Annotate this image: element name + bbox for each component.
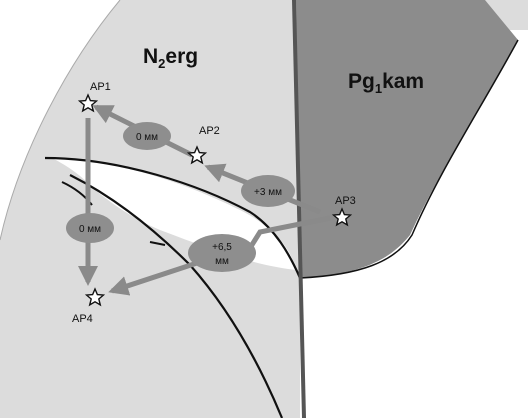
label-ap1: AP1: [90, 81, 111, 93]
star-icon-ap3: [331, 207, 353, 227]
star-icon-ap2: [186, 145, 208, 165]
boundary-n2erg: [0, 0, 121, 241]
offset-ap1-ap4: 0 мм: [79, 224, 101, 235]
oval-ap3-ap4: [188, 234, 256, 272]
region-label-n2erg: N2erg: [143, 45, 198, 71]
offset-ap3-ap4-line2: мм: [215, 256, 229, 267]
region-label-pg1kam: Pg1kam: [348, 70, 424, 96]
label-ap3: AP3: [335, 195, 356, 207]
label-ap4: AP4: [72, 313, 93, 325]
oval-ap2-ap3: [241, 175, 295, 207]
offset-ap2-ap3: +3 мм: [254, 187, 282, 198]
offset-ap3-ap4-line1: +6,5: [212, 242, 232, 253]
star-icon-ap1: [77, 93, 99, 113]
fault-line: [292, 0, 306, 418]
offset-ap1-ap2: 0 мм: [136, 132, 158, 143]
oval-ap1-ap2: [123, 122, 171, 150]
oval-ap1-ap4: [66, 213, 114, 243]
star-icon-ap4: [84, 287, 106, 307]
label-ap2: AP2: [199, 125, 220, 137]
pg1kam-zone: [296, 0, 518, 278]
boundary-upper: [44, 156, 302, 279]
boundary-pg1kam: [299, 39, 519, 279]
fault-tick-2: [149, 241, 166, 246]
